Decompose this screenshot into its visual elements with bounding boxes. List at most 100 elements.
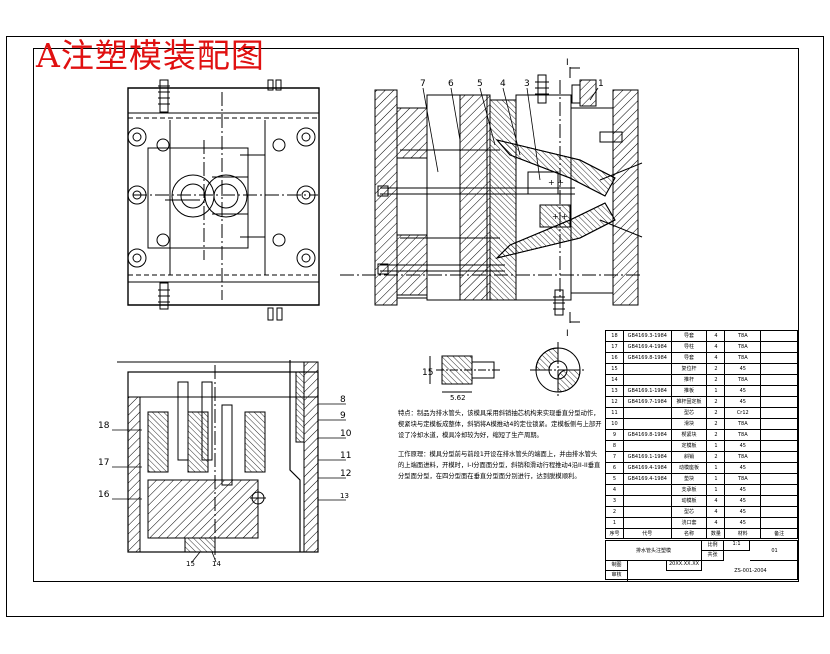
bom-cell-name: 支承板 [672,485,708,495]
callout-right-5: 12 [340,469,351,479]
callout-top-6: 1 [598,79,604,89]
section-marker-bottom: I [566,329,569,339]
section-marker-top: I [566,58,569,68]
bom-cell-note [761,331,798,341]
bom-cell-no: 14 [606,375,624,385]
callout-left-2: 17 [98,458,109,468]
callout-right-6: 13 [340,492,349,500]
callout-right-2: 9 [340,411,346,421]
bom-cell-note [761,364,798,374]
callout-left-3: 16 [98,490,110,500]
scale-value: 1:1 [732,541,741,547]
scale-label: 比例 [707,542,718,548]
bom-cell-note [761,463,798,473]
drawing-frame [33,48,799,582]
bom-cell-no: 17 [606,342,624,352]
part-detail-dims: 15 5.62 [422,368,466,402]
bom-cell-no: 11 [606,408,624,418]
bom-cell-no: 8 [606,441,624,451]
bom-cell-mat: 45 [725,507,762,517]
bom-cell-code: GB4169.3-1984 [624,331,672,341]
bom-cell-qty: 4 [707,353,726,363]
bom-cell-note [761,441,798,451]
bom-cell-name: 导柱 [672,342,708,352]
bom-cell-code [624,419,672,429]
bom-cell-note [761,474,798,484]
part-detail-view [429,342,586,398]
date-text: 20XX.XX.XX [668,561,700,567]
bom-cell-code [624,485,672,495]
bom-cell-name: 推杆固定板 [672,397,708,407]
side-section-view [117,360,319,560]
bom-cell-no: 18 [606,331,624,341]
bom-cell-mat: 45 [725,485,762,495]
bom-cell-qty: 2 [707,375,726,385]
side-left-leaders [112,403,346,563]
bom-cell-name: 推板 [672,386,708,396]
overlay-title: A注塑模装配图 [36,36,265,75]
callout-bottom-2: 14 [212,560,221,568]
callout-right-4: 11 [340,451,351,461]
detail-dim-b: 5.62 [450,394,466,402]
bom-cell-mat: 45 [725,397,762,407]
bom-cell-code: GB4169.4-1984 [624,463,672,473]
bom-cell-no: 13 [606,386,624,396]
bom-cell-no: 1 [606,518,624,528]
callout-right-3: 10 [340,429,352,439]
bom-cell-note [761,419,798,429]
bom-cell-name: 型芯 [672,507,708,517]
bom-header-row: 序号代号名称数量材料备注 [605,528,798,539]
bom-cell-note [761,430,798,440]
bom-cell-mat: T8A [725,353,762,363]
bom-cell-no: 16 [606,353,624,363]
bom-cell-qty: 2 [707,408,726,418]
bom-cell-no: 9 [606,430,624,440]
drawing-sheet [6,36,824,617]
bom-cell-no: 5 [606,474,624,484]
bom-cell-note [761,375,798,385]
bom-cell-note [761,452,798,462]
bom-cell-note [761,386,798,396]
bom-cell-no: 12 [606,397,624,407]
bom-cell-note [761,507,798,517]
top-callout-leaders [422,87,599,181]
bom-cell-no: 4 [606,485,624,495]
bom-cell-note [761,518,798,528]
sheet-label: 共张 [707,552,718,558]
bom-cell-name: 推杆 [672,375,708,385]
side-right-callouts: 8 9 10 11 12 13 [340,395,352,500]
callout-top-5: 3 [524,79,530,89]
bom-cell-name: 浇口套 [672,518,708,528]
bom-cell-qty: 4 [707,518,726,528]
side-bottom-callouts: 15 14 [186,560,221,568]
bom-cell-qty: 2 [707,364,726,374]
bom-cell-code: GB4169.8-1984 [624,353,672,363]
bom-cell-qty: 1 [707,463,726,473]
bom-cell-no: 7 [606,452,624,462]
bom-cell-qty: 2 [707,452,726,462]
bom-cell-mat: 材料 [725,529,762,538]
bom-cell-qty: 4 [707,496,726,506]
bom-cell-code: GB4169.1-1984 [624,452,672,462]
bom-cell-qty: 1 [707,474,726,484]
bom-cell-name: 导套 [672,331,708,341]
bom-cell-mat: T8A [725,331,762,341]
bom-cell-note [761,485,798,495]
plan-view [127,87,320,306]
bom-cell-mat: T8A [725,430,762,440]
bom-cell-mat: 45 [725,518,762,528]
bom-cell-mat: T8A [725,452,762,462]
bom-cell-qty: 数量 [707,529,726,538]
drawing-number: ZS-001-2004 [734,568,767,574]
bom-cell-qty: 2 [707,430,726,440]
notes-para-2: 工作原理：模具分型前与前段1开设在排水管头的端面上，并由排水管头的上端面进料，开… [398,451,601,480]
bom-cell-no: 6 [606,463,624,473]
bom-cell-qty: 2 [707,419,726,429]
callout-right-1: 8 [340,395,346,405]
